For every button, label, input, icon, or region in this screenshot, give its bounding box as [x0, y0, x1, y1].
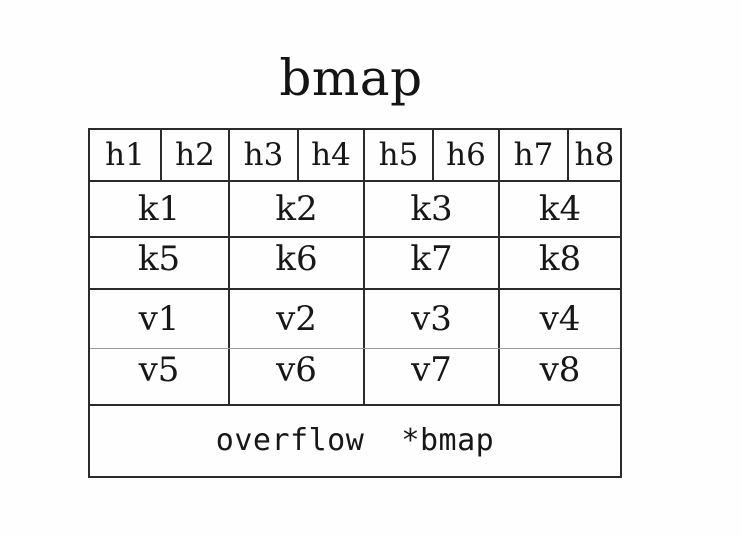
- cell-k8: k8: [498, 238, 620, 288]
- cell-label: k3: [410, 189, 453, 229]
- cell-h8: h8: [567, 130, 620, 180]
- cell-h5: h5: [363, 130, 432, 180]
- cell-label: h6: [446, 137, 486, 173]
- cell-h4: h4: [297, 130, 363, 180]
- cell-k3: k3: [363, 182, 498, 236]
- cell-v6: v6: [228, 349, 363, 404]
- cell-label: h1: [105, 137, 145, 173]
- cell-v1: v1: [90, 290, 228, 348]
- cell-label: k2: [275, 189, 318, 229]
- cell-label: v5: [138, 350, 180, 390]
- cell-v7: v7: [363, 349, 498, 404]
- overflow-pointer-label: overflow *bmap: [215, 423, 495, 458]
- cell-v8: v8: [498, 349, 620, 404]
- cell-v5: v5: [90, 349, 228, 404]
- cell-label: h2: [175, 137, 215, 173]
- cell-h3: h3: [228, 130, 297, 180]
- cell-k6: k6: [228, 238, 363, 288]
- cell-k4: k4: [498, 182, 620, 236]
- cell-label: k8: [538, 239, 582, 279]
- cell-label: v3: [411, 299, 452, 339]
- cell-label: v1: [138, 299, 180, 339]
- cell-label: k7: [410, 239, 453, 279]
- cell-label: h4: [311, 137, 351, 173]
- cell-label: v8: [539, 350, 581, 390]
- cell-label: k4: [538, 189, 582, 229]
- cell-k2: k2: [228, 182, 363, 236]
- cell-label: v4: [539, 299, 581, 339]
- cell-label: k5: [137, 239, 181, 279]
- cell-label: k1: [137, 189, 181, 229]
- cell-label: v2: [276, 299, 317, 339]
- table-row-keys-upper: k1 k2 k3 k4: [90, 182, 620, 236]
- table-row-overflow: overflow *bmap: [90, 406, 620, 476]
- cell-h1: h1: [90, 130, 160, 180]
- table-row-values-lower: v5 v6 v7 v8: [90, 348, 620, 406]
- cell-label: h5: [378, 137, 419, 173]
- cell-k7: k7: [363, 238, 498, 288]
- cell-label: h7: [513, 137, 554, 173]
- table-row-keys-lower: k5 k6 k7 k8: [90, 236, 620, 290]
- cell-label: v7: [411, 350, 452, 390]
- cell-h2: h2: [160, 130, 228, 180]
- cell-k1: k1: [90, 182, 228, 236]
- cell-label: h8: [574, 137, 615, 173]
- table-row-tophash: h1 h2 h3 h4 h5 h6 h7 h8: [90, 130, 620, 182]
- cell-label: v6: [276, 350, 317, 390]
- cell-k5: k5: [90, 238, 228, 288]
- table-row-values-upper: v1 v2 v3 v4: [90, 290, 620, 348]
- bmap-struct-table: h1 h2 h3 h4 h5 h6 h7 h8 k1 k2 k3 k4 k5 k…: [88, 128, 622, 478]
- cell-label: h3: [243, 137, 284, 173]
- cell-v4: v4: [498, 290, 620, 348]
- cell-v3: v3: [363, 290, 498, 348]
- cell-h6: h6: [432, 130, 498, 180]
- cell-label: k6: [275, 239, 318, 279]
- cell-h7: h7: [498, 130, 567, 180]
- cell-v2: v2: [228, 290, 363, 348]
- page-title: bmap: [279, 49, 423, 107]
